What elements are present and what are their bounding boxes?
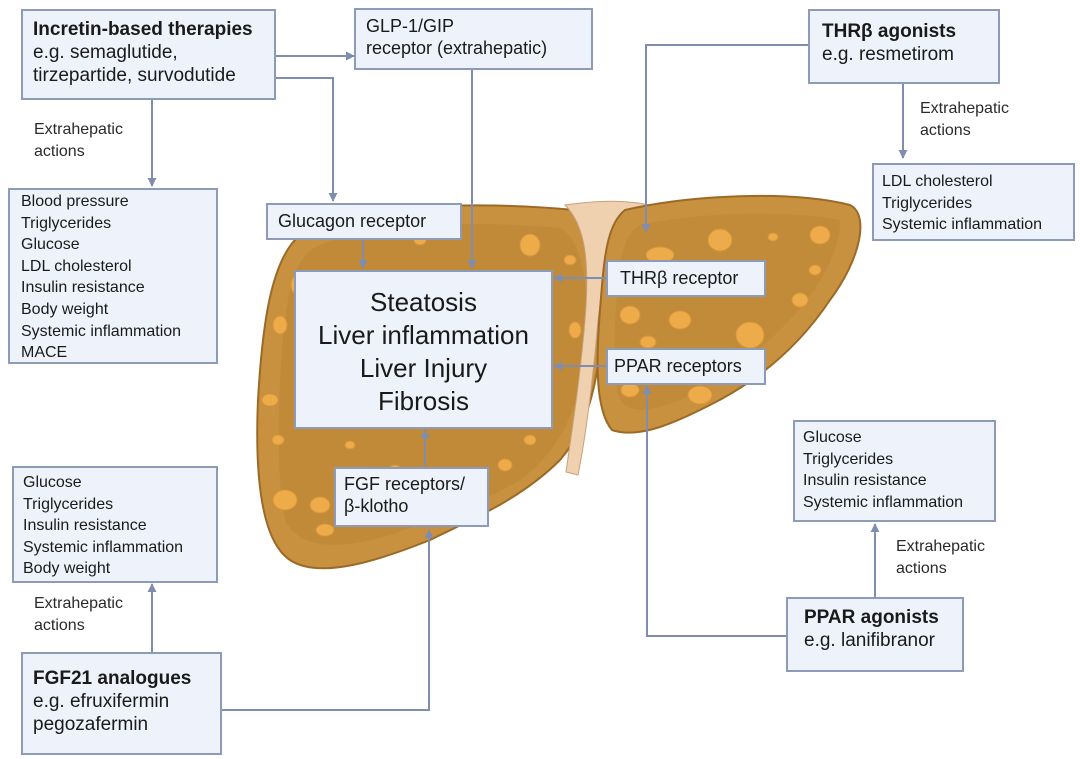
outcome-item: Systemic inflammation xyxy=(803,493,964,511)
outcome-item: Blood pressure xyxy=(21,193,129,210)
extrahepatic-text: actions xyxy=(896,560,947,577)
extrahepatic-label-incretin: Extrahepatic actions xyxy=(34,119,123,163)
arrow-incretin-to-glucagon xyxy=(276,77,338,202)
liver-effects-box: Steatosis Liver inflammation Liver Injur… xyxy=(294,270,553,429)
thr-agonists-example: e.g. resmetirom xyxy=(822,43,954,65)
thr-agonists-box: THRβ agonists e.g. resmetirom xyxy=(808,9,1000,84)
extrahepatic-text: Extrahepatic xyxy=(896,538,985,555)
outcome-item: LDL cholesterol xyxy=(882,173,993,190)
outcome-item: Systemic inflammation xyxy=(882,216,1043,234)
outcome-item: Body weight xyxy=(21,300,109,318)
fgf21-line: e.g. efruxifermin xyxy=(33,690,170,712)
outcome-item: Body weight xyxy=(23,560,111,578)
glucagon-receptor-box: Glucagon receptor xyxy=(266,203,462,240)
arrow-fgf21-to-receptor xyxy=(222,529,434,711)
extrahepatic-text: actions xyxy=(34,143,85,160)
liver-effect: Fibrosis xyxy=(377,386,469,416)
fgf21-outcomes-box: Glucose Triglycerides Insulin resistance… xyxy=(12,466,218,583)
ppar-receptors-label: PPAR receptors xyxy=(614,356,742,376)
fgf21-line: pegozafermin xyxy=(33,713,149,735)
arrow-thr-to-receptor xyxy=(641,44,808,233)
liver-effect: Liver inflammation xyxy=(318,320,529,350)
fgf21-title: FGF21 analogues xyxy=(33,668,192,689)
thr-receptor-box: THRβ receptor xyxy=(606,260,766,297)
thr-outcomes-box: LDL cholesterol Triglycerides Systemic i… xyxy=(872,163,1075,241)
outcome-item: Triglycerides xyxy=(23,495,114,513)
incretin-outcomes-box: Blood pressure Triglycerides Glucose LDL… xyxy=(8,188,218,364)
incretin-line: tirzepartide, survodutide xyxy=(33,64,236,86)
ppar-receptors-box: PPAR receptors xyxy=(606,348,766,385)
outcome-item: Insulin resistance xyxy=(23,517,147,535)
outcome-item: LDL cholesterol xyxy=(21,257,132,275)
outcome-item: Triglycerides xyxy=(21,214,112,232)
outcome-item: Glucose xyxy=(23,474,82,491)
ppar-agonists-example: e.g. lanifibranor xyxy=(804,629,935,651)
thr-agonists-title: THRβ agonists xyxy=(822,21,957,42)
glp1-receptor-line: receptor (extrahepatic) xyxy=(366,37,548,58)
extrahepatic-label-ppar: Extrahepatic actions xyxy=(896,536,985,580)
incretin-title: Incretin-based therapies xyxy=(33,19,253,40)
ppar-outcomes-box: Glucose Triglycerides Insulin resistance… xyxy=(793,420,996,522)
outcome-item: Systemic inflammation xyxy=(21,322,182,340)
outcome-item: Triglycerides xyxy=(882,194,973,212)
fgf21-analogues-box: FGF21 analogues e.g. efruxifermin pegoza… xyxy=(21,652,222,755)
outcome-item: MACE xyxy=(21,344,68,362)
glucagon-receptor-label: Glucagon receptor xyxy=(278,211,427,231)
extrahepatic-text: Extrahepatic xyxy=(34,595,123,612)
outcome-item: Insulin resistance xyxy=(21,279,145,297)
thr-receptor-label: THRβ receptor xyxy=(620,268,739,288)
outcome-item: Glucose xyxy=(21,236,80,254)
extrahepatic-text: actions xyxy=(920,122,971,139)
extrahepatic-text: actions xyxy=(34,617,85,634)
glp1-gip-receptor-box: GLP-1/GIP receptor (extrahepatic) xyxy=(354,8,593,70)
fgf-receptors-box: FGF receptors/ β-klotho xyxy=(334,467,489,527)
fgf-receptor-line: β-klotho xyxy=(344,495,409,516)
extrahepatic-text: Extrahepatic xyxy=(920,100,1009,117)
connectors xyxy=(147,44,908,711)
fgf-receptor-line: FGF receptors/ xyxy=(344,474,466,494)
glp1-receptor-line: GLP-1/GIP xyxy=(366,16,455,36)
liver-effect: Liver Injury xyxy=(359,353,488,383)
fat-droplets xyxy=(261,225,831,537)
extrahepatic-label-thr: Extrahepatic actions xyxy=(920,98,1009,142)
incretin-therapies-box: Incretin-based therapies e.g. semaglutid… xyxy=(21,9,276,100)
outcome-item: Triglycerides xyxy=(803,450,894,468)
ppar-agonists-box: PPAR agonists e.g. lanifibranor xyxy=(786,597,964,672)
extrahepatic-label-fgf21: Extrahepatic actions xyxy=(34,593,123,637)
arrow-ppar-to-receptor xyxy=(642,385,786,637)
outcome-item: Glucose xyxy=(803,429,862,446)
ppar-agonists-title: PPAR agonists xyxy=(804,607,939,628)
extrahepatic-text: Extrahepatic xyxy=(34,121,123,138)
incretin-line: e.g. semaglutide, xyxy=(33,41,178,63)
liver-effect: Steatosis xyxy=(370,287,477,317)
outcome-item: Systemic inflammation xyxy=(23,538,184,556)
outcome-item: Insulin resistance xyxy=(803,472,927,490)
